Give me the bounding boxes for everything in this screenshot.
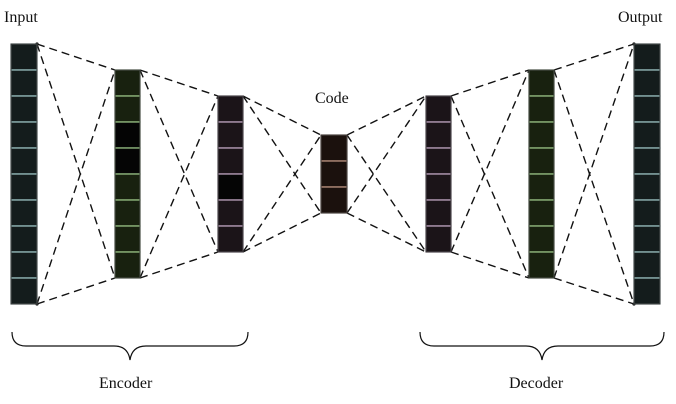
neuron-cell <box>114 225 141 253</box>
neuron-cell <box>217 147 244 175</box>
code-label: Code <box>315 90 349 107</box>
connection-line <box>553 43 635 71</box>
input-layer <box>10 43 38 305</box>
connection-line <box>553 69 635 305</box>
connection-line <box>553 277 635 305</box>
neuron-cell <box>633 43 661 71</box>
neuron-cell <box>114 251 141 279</box>
encoder-hidden-2 <box>217 95 244 253</box>
neuron-cell <box>114 147 141 175</box>
output-label: Output <box>618 9 663 26</box>
neuron-cell <box>10 251 38 279</box>
connection-line <box>36 43 116 279</box>
output-layer <box>633 43 661 305</box>
neuron-cell <box>10 147 38 175</box>
neuron-cell <box>10 69 38 97</box>
neuron-cell <box>10 173 38 201</box>
neuron-cell <box>114 69 141 97</box>
neuron-cell <box>633 251 661 279</box>
decoder-hidden-1 <box>425 95 452 253</box>
neuron-cell <box>425 147 452 175</box>
neuron-cell <box>10 43 38 71</box>
neuron-cell <box>10 199 38 227</box>
neuron-cell <box>528 251 555 279</box>
layer-outline <box>114 69 141 279</box>
connection-line <box>242 95 322 214</box>
neuron-cell <box>217 225 244 253</box>
layer-outline <box>528 69 555 279</box>
neuron-cell <box>528 95 555 123</box>
connection-line <box>139 69 219 97</box>
neuron-cell <box>217 121 244 149</box>
connection-line <box>36 69 116 305</box>
connection-line <box>450 95 530 279</box>
connection-line <box>346 95 427 136</box>
connection-line <box>346 95 427 214</box>
connection-line <box>450 251 530 279</box>
neuron-cell <box>633 173 661 201</box>
decoder-hidden-2 <box>528 69 555 279</box>
neuron-cell <box>425 173 452 201</box>
neuron-cell <box>633 277 661 305</box>
connection-line <box>450 69 530 253</box>
connection-line <box>139 95 219 279</box>
neuron-cell <box>633 225 661 253</box>
input-label: Input <box>4 9 38 26</box>
neuron-cell <box>217 199 244 227</box>
neuron-cell <box>425 95 452 123</box>
neuron-cell <box>320 186 348 214</box>
neuron-cell <box>425 225 452 253</box>
connection-line <box>242 134 322 253</box>
decoder-label: Decoder <box>509 375 564 392</box>
connection-line <box>346 212 427 253</box>
layer-outline <box>633 43 661 305</box>
neuron-cell <box>528 199 555 227</box>
connection-line <box>242 212 322 253</box>
neuron-cell <box>528 173 555 201</box>
connection-line <box>450 69 530 97</box>
connection-line <box>36 43 116 71</box>
connection-line <box>139 251 219 279</box>
connection-line <box>553 43 635 279</box>
connection-line <box>346 134 427 253</box>
encoder-hidden-1 <box>114 69 141 279</box>
neuron-cell <box>633 147 661 175</box>
neuron-cell <box>633 95 661 123</box>
neuron-cell <box>528 121 555 149</box>
network-layers <box>10 43 661 305</box>
decoder-brace <box>419 331 665 361</box>
dashed-connections <box>35 42 636 306</box>
neuron-cell <box>217 173 244 201</box>
neuron-cell <box>114 121 141 149</box>
neuron-cell <box>217 95 244 123</box>
neuron-cell <box>10 277 38 305</box>
encoder-label: Encoder <box>99 375 153 392</box>
neuron-cell <box>10 95 38 123</box>
layer-outline <box>217 95 244 253</box>
neuron-cell <box>425 199 452 227</box>
connection-line <box>242 95 322 136</box>
neuron-cell <box>114 199 141 227</box>
code-layer <box>320 134 348 214</box>
connection-line <box>139 69 219 253</box>
neuron-cell <box>528 69 555 97</box>
neuron-cell <box>114 173 141 201</box>
layer-outline <box>10 43 38 305</box>
neuron-cell <box>10 225 38 253</box>
neuron-cell <box>633 199 661 227</box>
layer-outline <box>320 134 348 214</box>
neuron-cell <box>528 147 555 175</box>
neuron-cell <box>633 69 661 97</box>
neuron-cell <box>320 160 348 188</box>
encoder-brace <box>11 331 249 361</box>
connection-line <box>36 277 116 305</box>
neuron-cell <box>320 134 348 162</box>
neuron-cell <box>425 121 452 149</box>
layer-outline <box>425 95 452 253</box>
neuron-cell <box>114 95 141 123</box>
neuron-cell <box>633 121 661 149</box>
neuron-cell <box>10 121 38 149</box>
neuron-cell <box>528 225 555 253</box>
